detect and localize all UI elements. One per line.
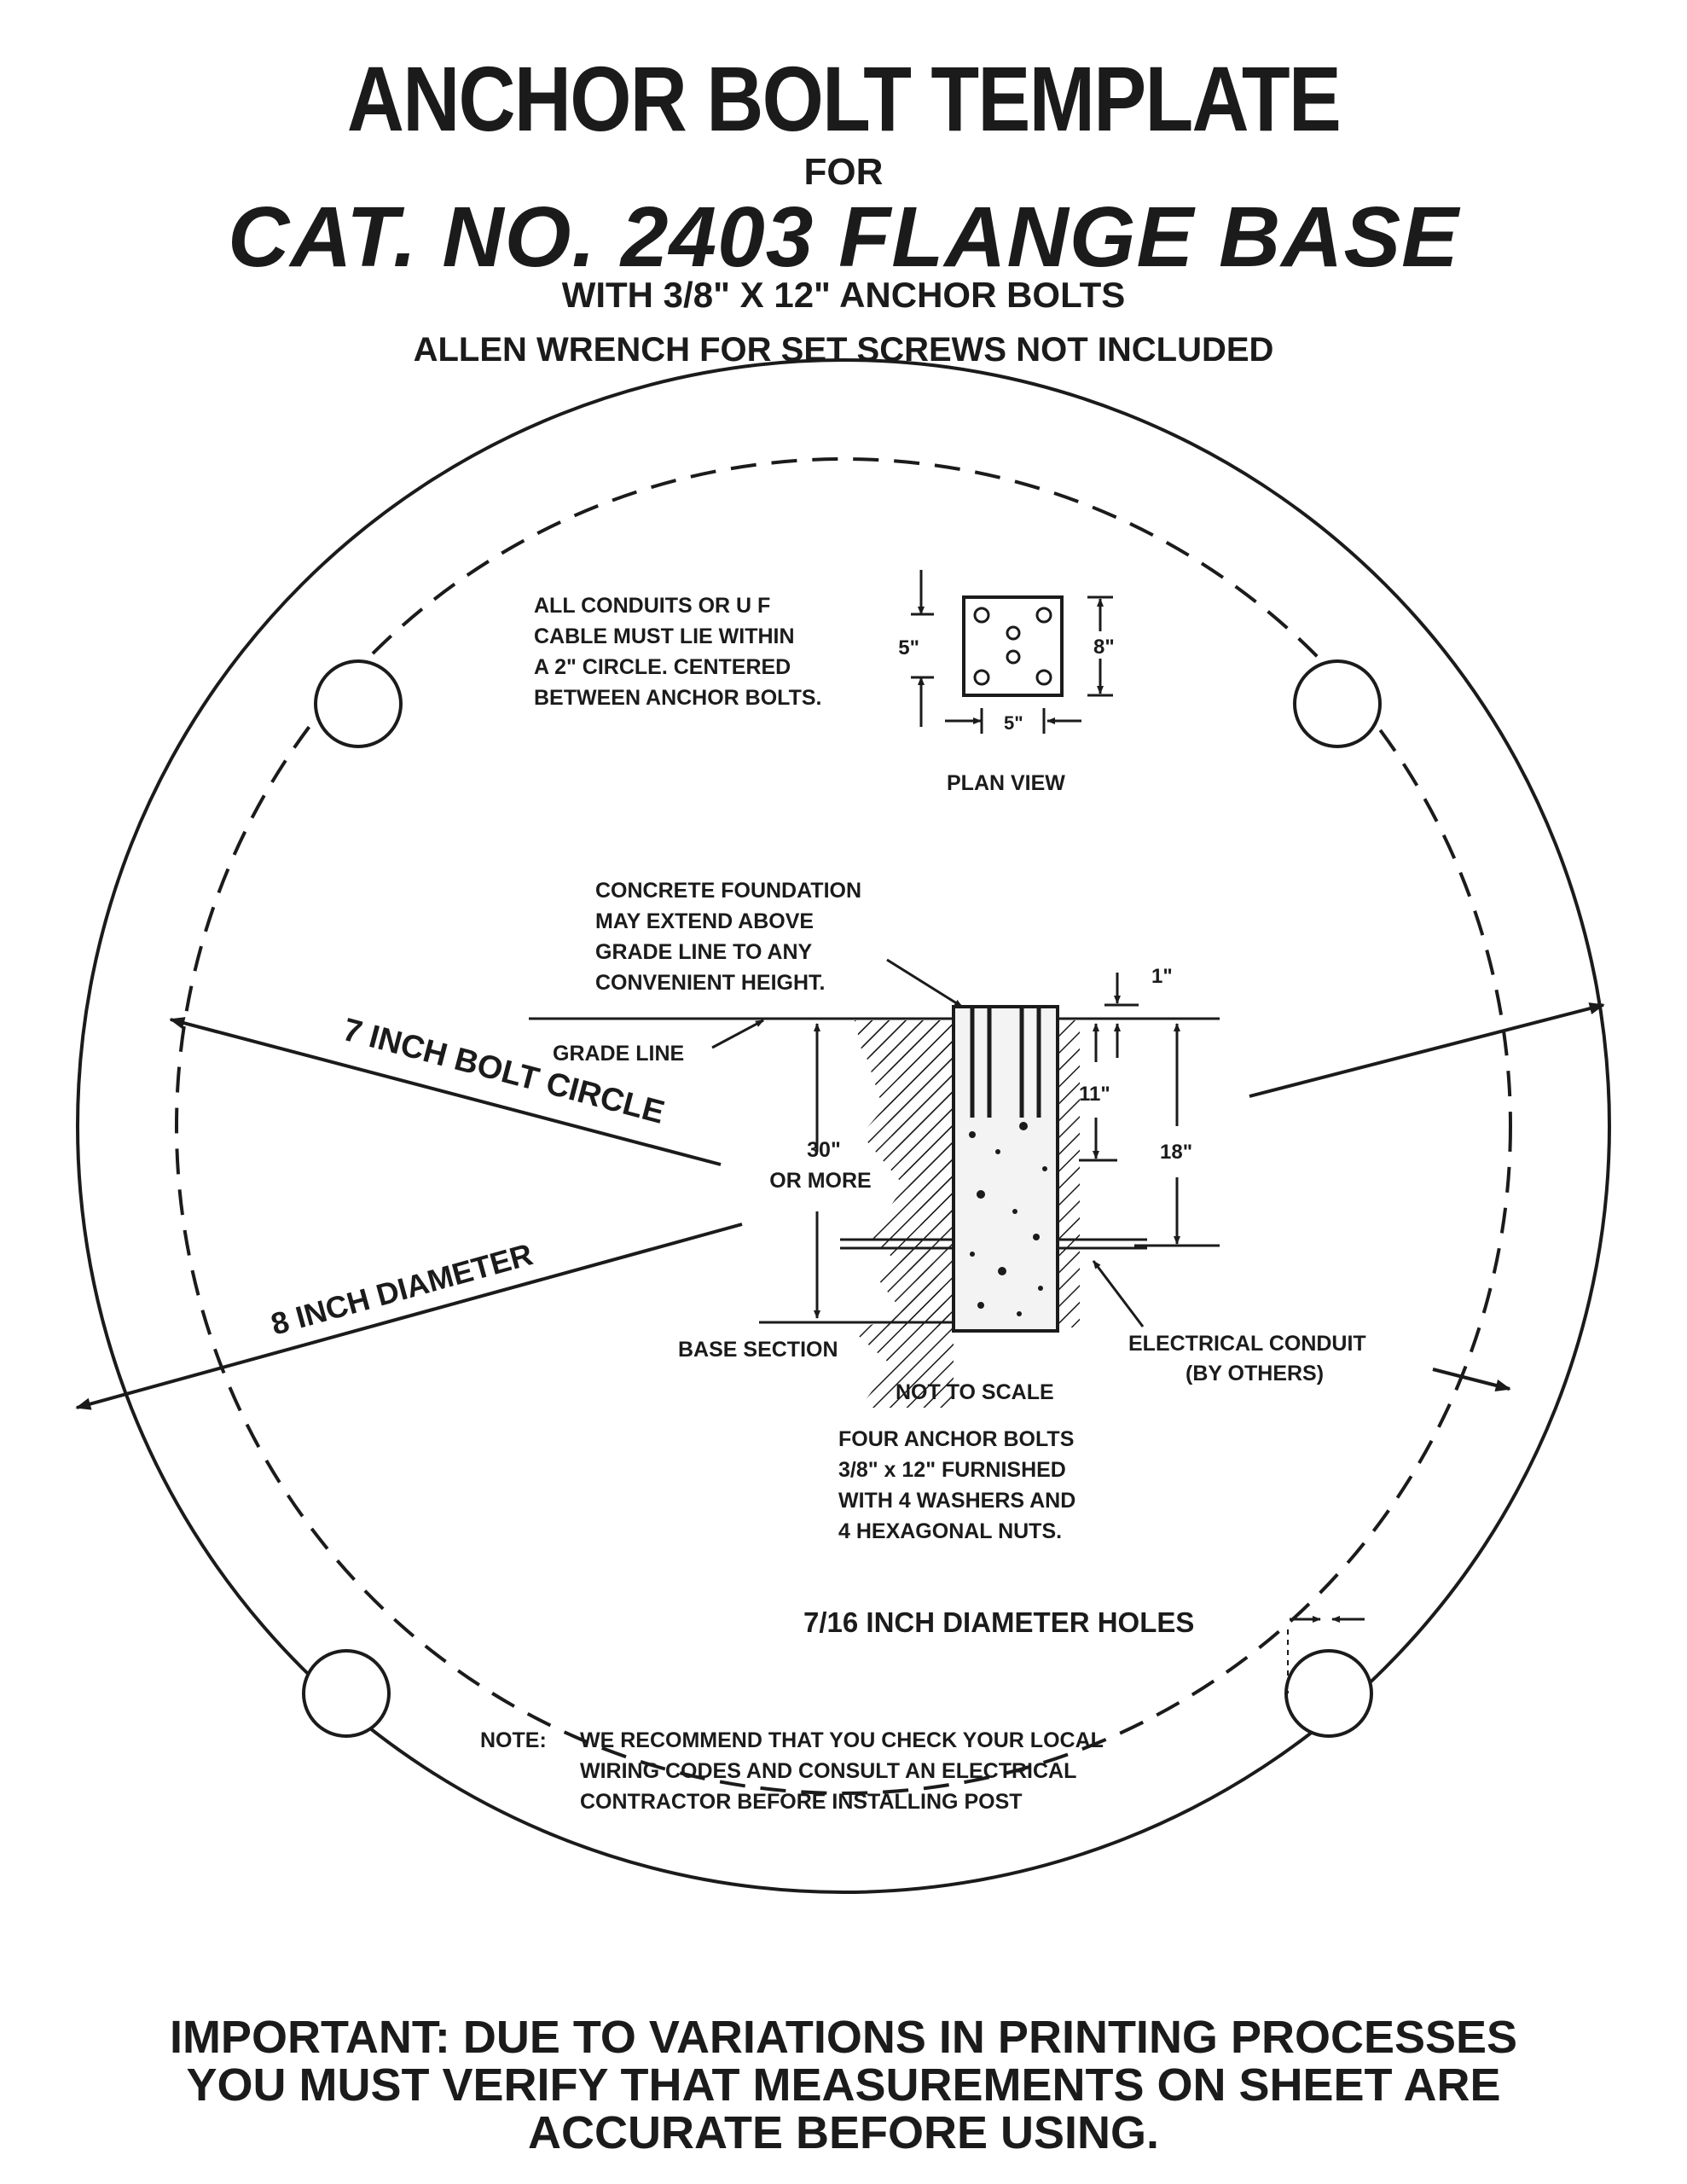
svg-text:CABLE MUST LIE WITHIN: CABLE MUST LIE WITHIN xyxy=(534,624,795,648)
bolt-hole-top-right xyxy=(1293,659,1382,748)
dim-11: 11" xyxy=(1079,1083,1110,1106)
svg-text:WIRING CODES AND CONSULT AN EL: WIRING CODES AND CONSULT AN ELECTRICAL xyxy=(580,1759,1076,1783)
svg-text:CONCRETE FOUNDATION: CONCRETE FOUNDATION xyxy=(595,879,861,903)
svg-text:BETWEEN ANCHOR BOLTS.: BETWEEN ANCHOR BOLTS. xyxy=(534,686,822,710)
anchor-bolts-note: FOUR ANCHOR BOLTS 3/8" x 12" FURNISHED W… xyxy=(838,1427,1075,1543)
bolt-circle xyxy=(175,457,1512,1795)
bolt-hole-bottom-right xyxy=(1284,1649,1373,1738)
dim-18: 18" xyxy=(1160,1141,1192,1164)
svg-text:4 HEXAGONAL NUTS.: 4 HEXAGONAL NUTS. xyxy=(838,1519,1062,1543)
bolt-hole-top-left xyxy=(314,659,403,748)
svg-text:CONTRACTOR BEFORE INSTALLING P: CONTRACTOR BEFORE INSTALLING POST xyxy=(580,1790,1023,1814)
title-for: FOR xyxy=(803,151,884,193)
conduit-label-1: ELECTRICAL CONDUIT xyxy=(1128,1332,1366,1356)
recommendation-note: NOTE: WE RECOMMEND THAT YOU CHECK YOUR L… xyxy=(480,1728,1104,1814)
important-line-2: YOU MUST VERIFY THAT MEASUREMENTS ON SHE… xyxy=(186,2059,1501,2111)
conduit-label-2: (BY OTHERS) xyxy=(1186,1362,1324,1385)
right-diameter-arrow xyxy=(1249,1002,1605,1098)
depth-or-more: OR MORE xyxy=(769,1169,871,1193)
svg-text:CONVENIENT HEIGHT.: CONVENIENT HEIGHT. xyxy=(595,971,825,995)
base-section xyxy=(529,1005,1220,1408)
base-section-label: BASE SECTION xyxy=(678,1338,838,1362)
diameter-label: 8 INCH DIAMETER xyxy=(267,1236,536,1341)
svg-text:GRADE LINE TO ANY: GRADE LINE TO ANY xyxy=(595,940,813,964)
depth-30: 30" xyxy=(807,1138,841,1162)
bolt-circle-arrow xyxy=(169,1017,722,1166)
grade-line-label: GRADE LINE xyxy=(553,1042,684,1066)
right-bolt-circle-arrow xyxy=(1432,1368,1511,1391)
plan-view: 5" 8" 5" PLAN VIEW xyxy=(898,570,1115,795)
page-title: ANCHOR BOLT TEMPLATE xyxy=(346,47,1342,150)
svg-text:WITH 4 WASHERS AND: WITH 4 WASHERS AND xyxy=(838,1489,1075,1513)
holes-label: 7/16 INCH DIAMETER HOLES xyxy=(803,1606,1194,1638)
bolts-subtitle: WITH 3/8" X 12" ANCHOR BOLTS xyxy=(561,275,1126,315)
important-line-3: ACCURATE BEFORE USING. xyxy=(527,2107,1160,2158)
plan-dim-5-left: 5" xyxy=(898,636,919,659)
dim-1: 1" xyxy=(1151,965,1173,988)
foundation-leader xyxy=(886,958,963,1008)
svg-text:WE RECOMMEND THAT YOU CHECK YO: WE RECOMMEND THAT YOU CHECK YOUR LOCAL xyxy=(580,1728,1104,1752)
important-warning: IMPORTANT: DUE TO VARIATIONS IN PRINTING… xyxy=(0,2013,1687,2157)
catalog-title: CAT. NO. 2403 FLANGE BASE xyxy=(228,189,1459,285)
svg-text:MAY EXTEND ABOVE: MAY EXTEND ABOVE xyxy=(595,909,814,933)
diameter-arrow xyxy=(75,1223,743,1410)
foundation-note: CONCRETE FOUNDATION MAY EXTEND ABOVE GRA… xyxy=(595,879,861,995)
conduit-note: ALL CONDUITS OR U F CABLE MUST LIE WITHI… xyxy=(534,594,822,710)
svg-text:A 2" CIRCLE. CENTERED: A 2" CIRCLE. CENTERED xyxy=(534,655,791,679)
outer-circle xyxy=(76,358,1611,1894)
plan-dim-8: 8" xyxy=(1093,636,1115,659)
svg-text:ALL CONDUITS OR U F: ALL CONDUITS OR U F xyxy=(534,594,770,618)
bolt-hole-bottom-left xyxy=(302,1649,391,1738)
not-to-scale-label: NOT TO SCALE xyxy=(896,1380,1054,1404)
important-line-1: IMPORTANT: DUE TO VARIATIONS IN PRINTING… xyxy=(169,2012,1518,2063)
plan-view-label: PLAN VIEW xyxy=(947,771,1065,795)
svg-text:NOTE:: NOTE: xyxy=(480,1728,547,1752)
svg-text:3/8" x 12" FURNISHED: 3/8" x 12" FURNISHED xyxy=(838,1458,1066,1482)
bolt-circle-label: 7 INCH BOLT CIRCLE xyxy=(339,1012,669,1131)
plan-dim-5-bottom: 5" xyxy=(1004,712,1023,734)
svg-text:FOUR ANCHOR BOLTS: FOUR ANCHOR BOLTS xyxy=(838,1427,1074,1451)
